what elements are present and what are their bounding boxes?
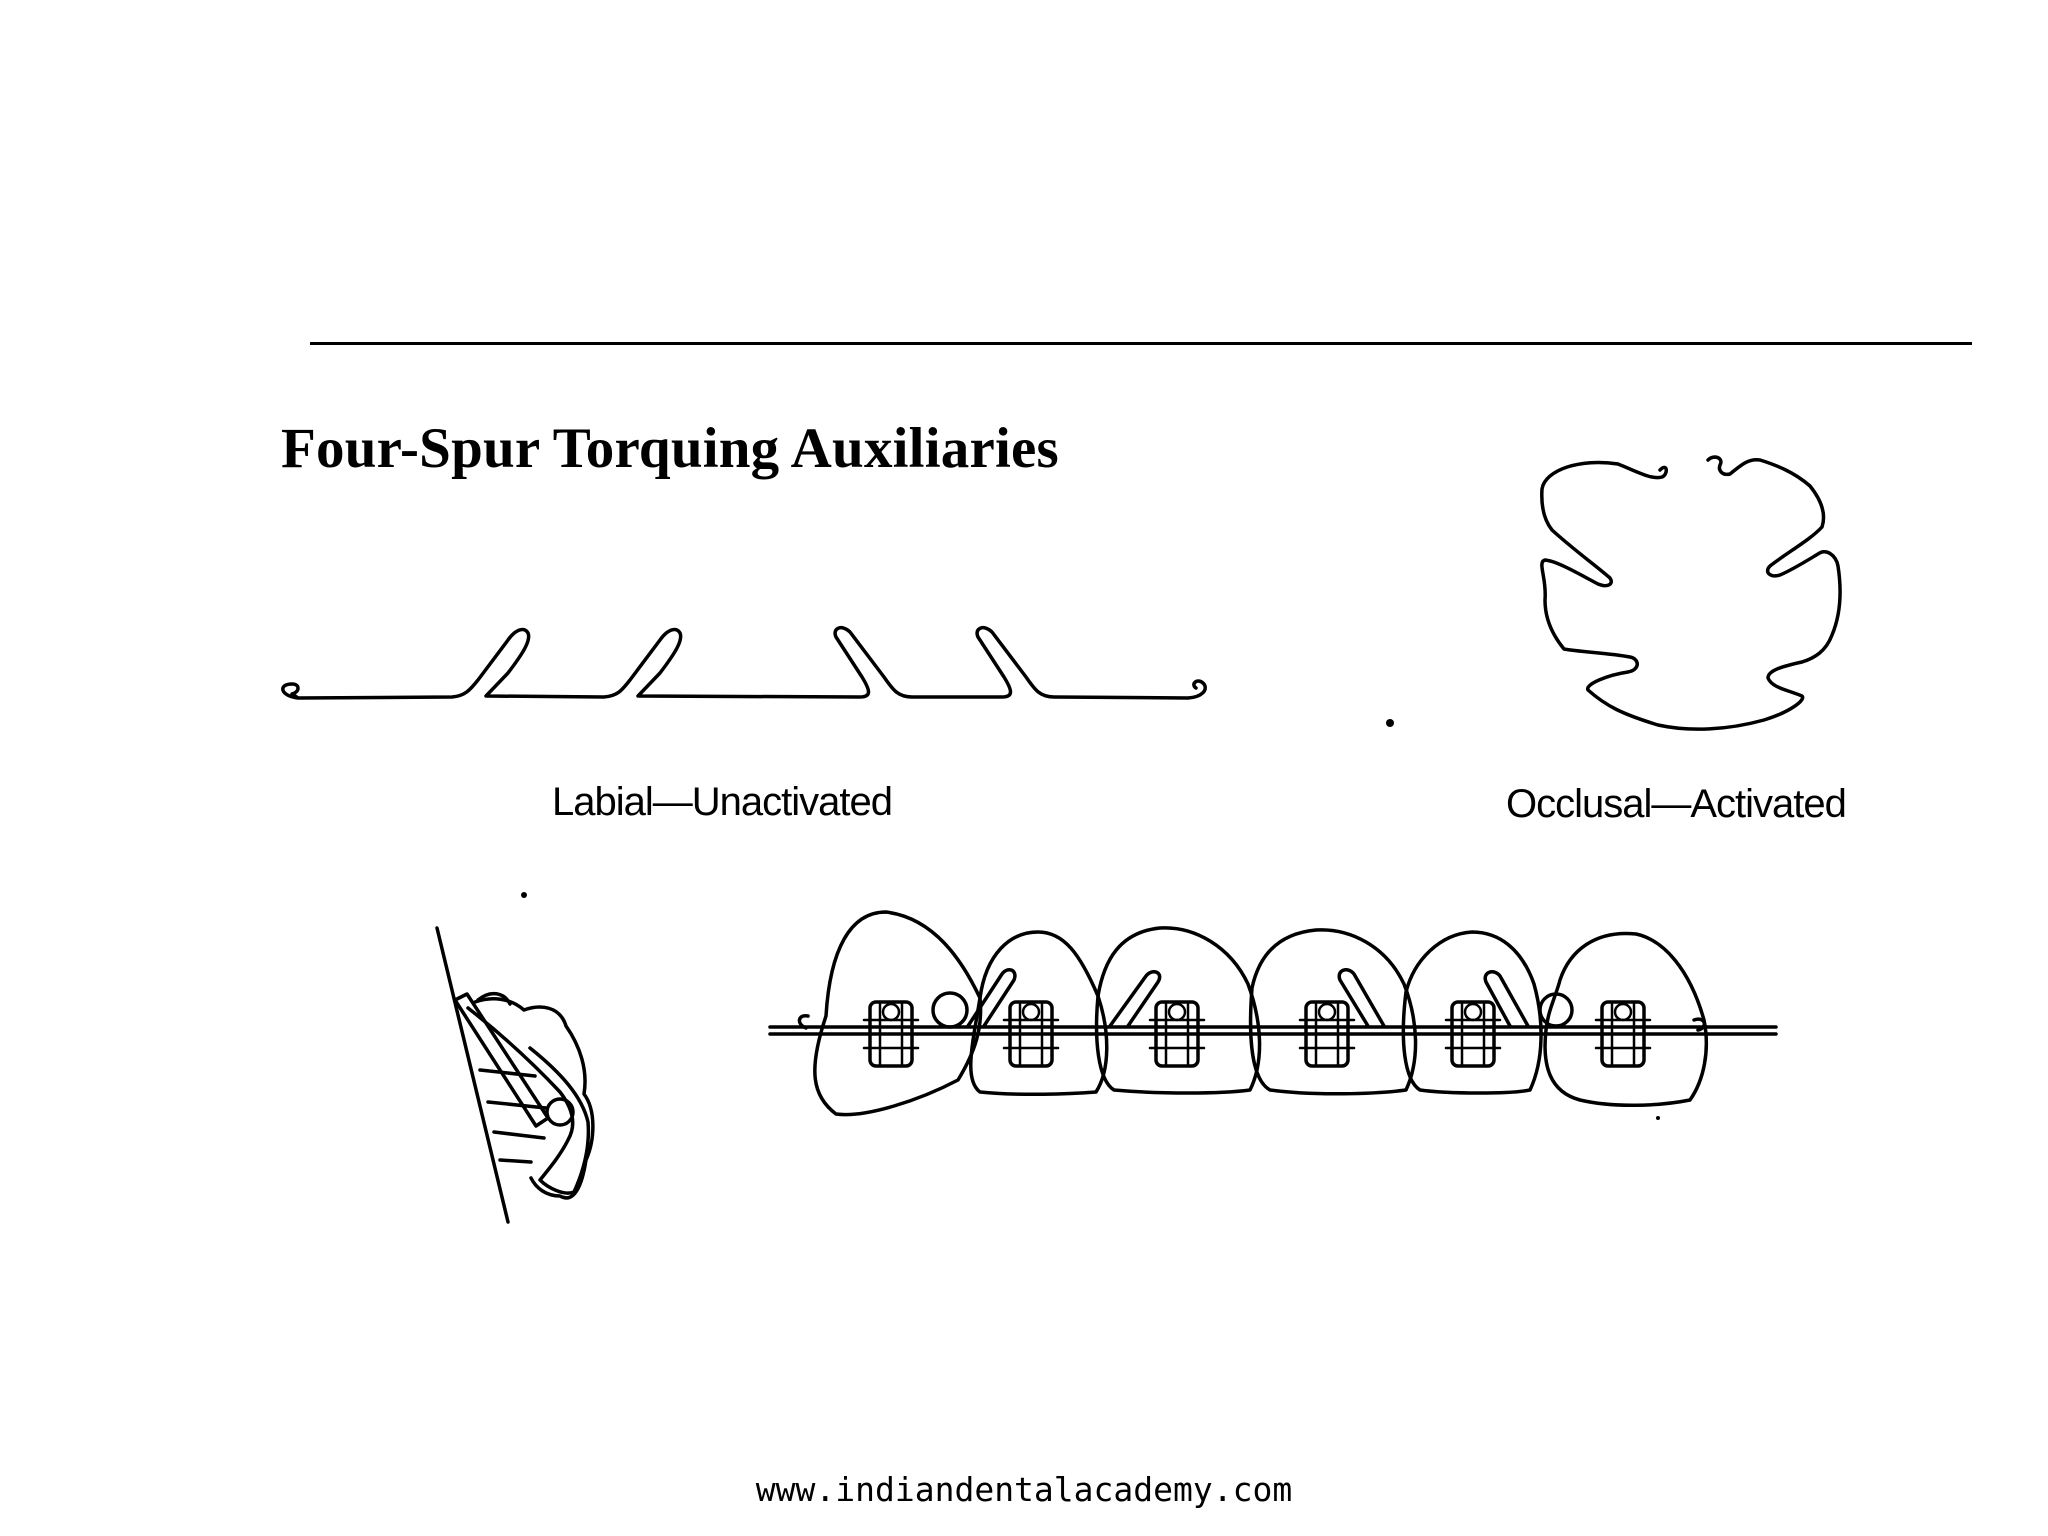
spur-tip — [476, 991, 512, 1006]
stray-dot — [1656, 1116, 1660, 1120]
tooth-outline — [1248, 928, 1418, 1096]
bracket-slot — [478, 1068, 548, 1164]
wire-loop — [466, 1006, 591, 1195]
wire-loop — [1538, 992, 1574, 1028]
caption-labial-unactivated: Labial—Unactivated — [552, 780, 893, 824]
lateral-bracket-figure — [435, 892, 595, 1224]
torquing-spur — [1108, 970, 1162, 1028]
labial-wire — [281, 625, 1207, 700]
slide-title: Four-Spur Torquing Auxiliaries — [281, 417, 1059, 480]
archwire — [768, 1025, 1778, 1036]
bracket-body — [473, 996, 595, 1200]
stray-dot — [521, 892, 527, 898]
wire-end-hook — [797, 1014, 810, 1030]
bracket — [1298, 1000, 1356, 1068]
bracket — [1444, 1000, 1502, 1068]
occlusal-wire — [1540, 455, 1842, 731]
tooth-outline — [1094, 926, 1262, 1095]
stray-dot — [1386, 719, 1394, 727]
title-divider — [310, 342, 1972, 345]
tooth-outline — [813, 910, 983, 1117]
bracket — [1002, 1000, 1060, 1068]
tooth-surface-line — [435, 926, 510, 1224]
caption-occlusal-activated: Occlusal—Activated — [1506, 782, 1847, 826]
torquing-spur — [1337, 968, 1386, 1028]
occlusal-wire-figure — [1386, 455, 1842, 731]
footer-url: www.indiandentalacademy.com — [755, 1470, 1293, 1509]
tooth-outline — [1401, 930, 1543, 1095]
wire-end-hook — [1692, 1017, 1707, 1032]
wire-loop — [931, 991, 969, 1029]
labial-wire-figure — [281, 625, 1207, 700]
torquing-spur — [1483, 970, 1530, 1028]
bracket — [1148, 1000, 1206, 1068]
bracket — [1594, 1000, 1652, 1068]
tooth-outline — [969, 930, 1109, 1097]
torquing-spur — [966, 968, 1017, 1028]
bracket — [862, 1000, 920, 1068]
archwire-cross-section — [545, 1097, 575, 1127]
arch-front-figure — [768, 910, 1778, 1120]
